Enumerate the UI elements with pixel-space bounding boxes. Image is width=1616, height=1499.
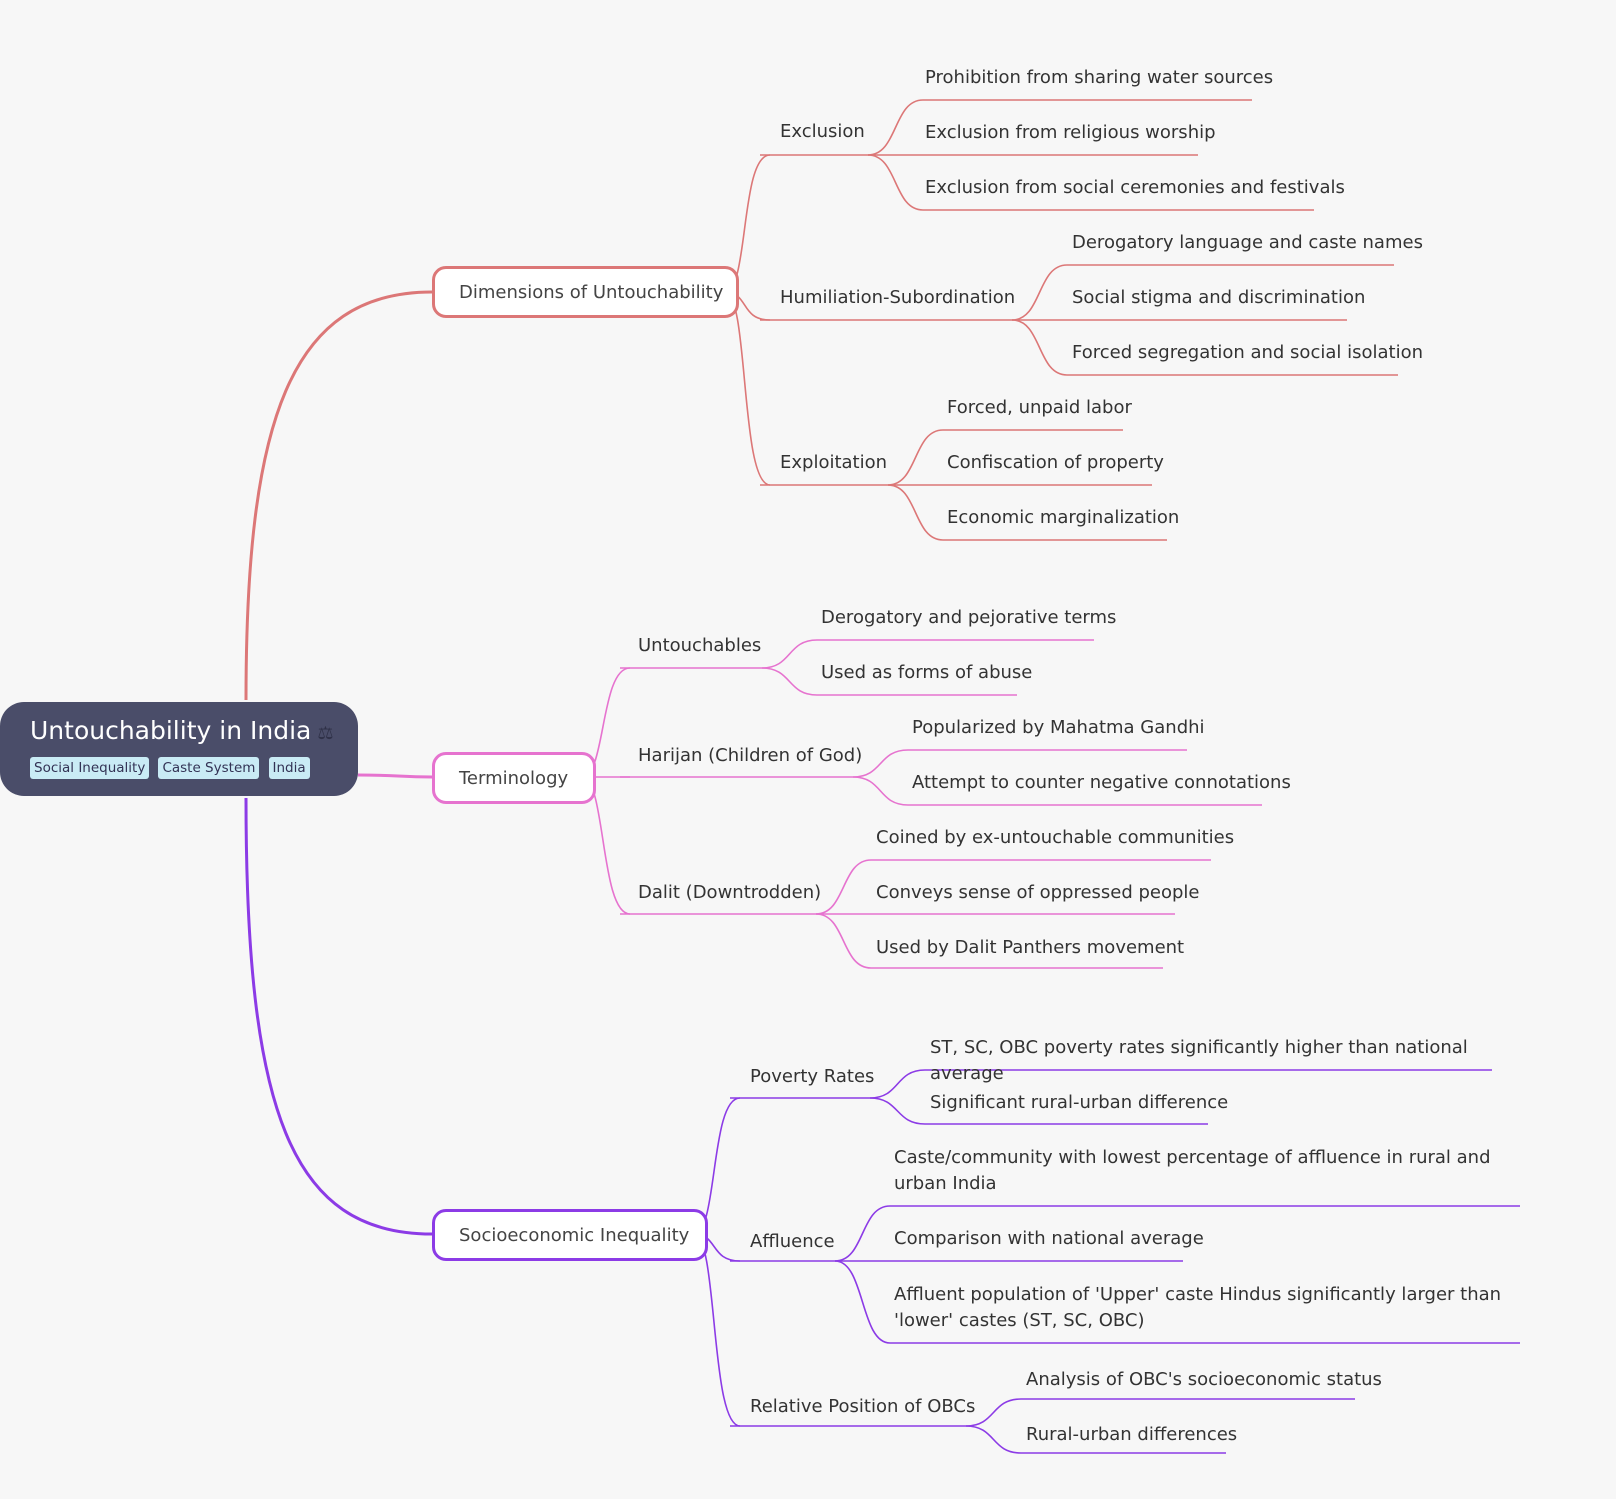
- root-link-dimensions: [244, 290, 433, 701]
- leaf-forms-of-abuse[interactable]: Used as forms of abuse: [821, 662, 1033, 683]
- scales-icon: ⚖: [317, 723, 334, 744]
- leaf-derogatory-language[interactable]: Derogatory language and caste names: [1072, 232, 1423, 253]
- root-topic[interactable]: Untouchability in India⚖ Social Inequali…: [0, 702, 358, 796]
- leaf-upper-caste-affluent[interactable]: Affluent population of 'Upper' caste Hin…: [894, 1284, 1502, 1331]
- leaf-pejorative-terms[interactable]: Derogatory and pejorative terms: [821, 607, 1117, 628]
- tag-india[interactable]: India: [268, 757, 310, 779]
- subtopic-exclusion[interactable]: Exclusion: [780, 121, 865, 142]
- leaf-economic-marginalization[interactable]: Economic marginalization: [947, 507, 1180, 528]
- leaf-coined-by-communities[interactable]: Coined by ex-untouchable communities: [876, 827, 1235, 848]
- subtopic-exploitation[interactable]: Exploitation: [780, 452, 888, 473]
- link-branch2-sub1-leaf2: [834, 1260, 1520, 1344]
- link-branch0-sub2-leaf2: [887, 484, 1167, 541]
- link-branch1-sub0-leaf1: [761, 667, 1017, 696]
- subtopic-harijan[interactable]: Harijan (Children of God): [638, 745, 863, 766]
- subtopic-humiliation-subordination[interactable]: Humiliation-Subordination: [780, 287, 1016, 308]
- link-branch1-sub1-leaf0: [852, 749, 1187, 778]
- leaf-lowest-affluence[interactable]: Caste/community with lowest percentage o…: [894, 1147, 1491, 1194]
- link-branch2-sub0-leaf1: [869, 1097, 1208, 1125]
- leaf-poverty-rates-higher[interactable]: ST, SC, OBC poverty rates significantly …: [930, 1037, 1468, 1084]
- leaf-confiscation[interactable]: Confiscation of property: [947, 452, 1164, 473]
- leaf-mahatma-gandhi[interactable]: Popularized by Mahatma Gandhi: [912, 717, 1205, 738]
- link-branch1-sub2-leaf0: [815, 859, 1211, 915]
- root-link-terminology: [357, 773, 433, 779]
- link-branch0-sub2: [724, 291, 771, 486]
- branch-dimensions-of-untouchability[interactable]: Dimensions of Untouchability: [432, 266, 739, 318]
- branch-terminology[interactable]: Terminology: [432, 752, 596, 804]
- link-branch2-sub2-leaf1: [965, 1425, 1226, 1454]
- link-branch1-sub1-leaf1: [852, 776, 1262, 806]
- root-title: Untouchability in India: [30, 716, 312, 745]
- leaf-social-ceremonies[interactable]: Exclusion from social ceremonies and fes…: [925, 177, 1345, 198]
- root-tags: Social Inequality Caste System India: [30, 757, 358, 779]
- link-branch1-sub0-leaf0: [761, 639, 1094, 669]
- link-branch0-sub0-leaf2: [867, 154, 1314, 211]
- leaf-unpaid-labor[interactable]: Forced, unpaid labor: [947, 397, 1132, 418]
- leaf-obc-rural-urban[interactable]: Rural-urban differences: [1026, 1424, 1238, 1445]
- link-branch0-sub0-leaf0: [867, 99, 1252, 156]
- leaf-religious-worship[interactable]: Exclusion from religious worship: [925, 122, 1216, 143]
- subtopic-affluence[interactable]: Affluence: [750, 1231, 835, 1252]
- tag-social-inequality[interactable]: Social Inequality: [30, 757, 150, 779]
- leaf-oppressed-people[interactable]: Conveys sense of oppressed people: [876, 882, 1200, 903]
- leaf-rural-urban-difference[interactable]: Significant rural-urban difference: [930, 1092, 1229, 1113]
- leaf-national-average[interactable]: Comparison with national average: [894, 1228, 1204, 1249]
- leaf-water-sources[interactable]: Prohibition from sharing water sources: [925, 67, 1274, 88]
- leaf-forced-segregation[interactable]: Forced segregation and social isolation: [1072, 342, 1423, 363]
- leaf-social-stigma[interactable]: Social stigma and discrimination: [1072, 287, 1366, 308]
- tag-caste-system[interactable]: Caste System: [158, 757, 260, 779]
- link-branch2-sub0-leaf0: [869, 1069, 1492, 1099]
- subtopic-relative-position-obcs[interactable]: Relative Position of OBCs: [750, 1396, 976, 1417]
- root-link-socioeconomic: [244, 797, 433, 1236]
- leaf-dalit-panthers[interactable]: Used by Dalit Panthers movement: [876, 937, 1185, 958]
- branch-socioeconomic-inequality[interactable]: Socioeconomic Inequality: [432, 1209, 708, 1261]
- link-branch0-sub2-leaf0: [887, 429, 1123, 486]
- link-branch1-sub2-leaf2: [815, 913, 1163, 969]
- link-branch0-sub1-leaf2: [1011, 319, 1398, 376]
- link-branch2-sub2: [693, 1233, 741, 1427]
- link-branch2-sub2-leaf0: [965, 1398, 1355, 1427]
- leaf-counter-connotations[interactable]: Attempt to counter negative connotations: [912, 772, 1291, 793]
- link-branch2-sub1-leaf0: [834, 1205, 1520, 1262]
- subtopic-poverty-rates[interactable]: Poverty Rates: [750, 1066, 875, 1087]
- subtopic-untouchables[interactable]: Untouchables: [638, 635, 762, 656]
- link-branch0-sub1-leaf0: [1011, 264, 1394, 321]
- leaf-obc-status[interactable]: Analysis of OBC's socioeconomic status: [1026, 1369, 1382, 1390]
- subtopic-dalit[interactable]: Dalit (Downtrodden): [638, 882, 822, 903]
